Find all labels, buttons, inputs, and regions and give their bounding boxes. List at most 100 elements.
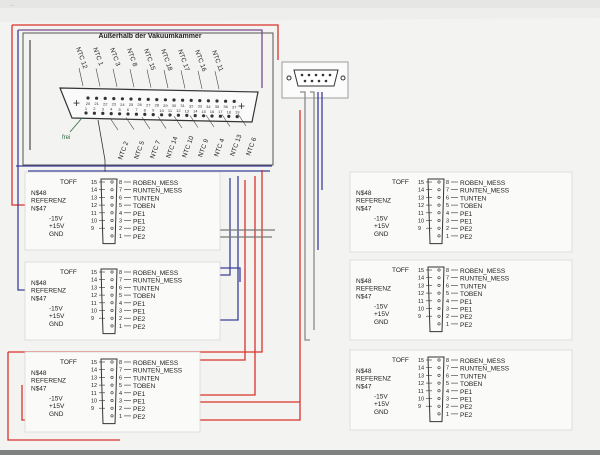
db15-left-pin: 13 <box>418 283 424 289</box>
db15-right-label: ROBEN_MESS <box>133 360 179 367</box>
db9-pins <box>300 73 332 83</box>
db15-paper <box>24 171 221 251</box>
db15-pin-hole <box>437 268 441 272</box>
db15-block: TOFFN$48REFERENZN$47-15V+15VGND151413121… <box>349 259 573 341</box>
db15-right-pin: 3 <box>119 309 122 315</box>
db15-left-label: N$47 <box>31 205 47 212</box>
db15-right-label: PE2 <box>133 316 146 323</box>
ntc-bottom-lead <box>221 114 231 127</box>
db15-right-label: RUNTEN_MESS <box>460 276 510 283</box>
db15-left-label: TOFF <box>392 179 409 186</box>
db15-left-pin: 15 <box>418 358 424 364</box>
db15-left-pin: 10 <box>91 309 97 315</box>
db15-right-label: PE2 <box>133 226 146 233</box>
db15-right-pin: 4 <box>446 299 449 305</box>
db15-left-pin: 9 <box>91 316 94 322</box>
db37-pin-number: 8 <box>144 107 147 112</box>
db15-left-label: N$48 <box>31 190 47 197</box>
db37-pin-number: 27 <box>146 102 151 107</box>
db15-pin-hole <box>110 211 114 215</box>
db15-left-label: GND <box>374 409 389 416</box>
db37-shell <box>59 87 259 123</box>
db15-right-label: PE1 <box>460 389 473 396</box>
db9-screw-right <box>340 75 346 81</box>
db9-paper <box>281 61 349 99</box>
db15-right-pin: 1 <box>119 234 122 240</box>
db15-left-pin: 11 <box>418 389 424 395</box>
db15-left-pin: 13 <box>91 375 97 381</box>
db37-pin-number: 9 <box>152 108 155 113</box>
db15-pin-hole <box>110 203 114 207</box>
db15-left-label: N$47 <box>31 295 47 302</box>
ntc-top-lead <box>112 68 118 87</box>
db15-left-pin: 10 <box>418 307 424 313</box>
db15-left-label: +15V <box>374 311 390 318</box>
db37-pin-number: 31 <box>180 103 185 108</box>
db37-pin <box>134 112 138 116</box>
ntc-top-lead <box>214 71 220 90</box>
db37-pin-number: 15 <box>201 109 206 114</box>
db15-right-label: RUNTEN_MESS <box>133 368 183 375</box>
db15-left-label: N$47 <box>31 385 47 392</box>
ntc-bottom-lead <box>237 113 247 127</box>
ntc-top-lead <box>163 69 169 89</box>
db15-right-pin: 2 <box>446 404 449 410</box>
db15-right-label: PE1 <box>460 397 473 404</box>
db37-pin-number: 21 <box>94 101 99 106</box>
db15-right-label: PE2 <box>133 324 146 331</box>
db15-right-pin: 8 <box>119 270 122 276</box>
db15-left-label: GND <box>49 231 64 238</box>
db15-paper <box>349 349 573 431</box>
db15-right-pin: 2 <box>119 226 122 232</box>
db15-pin-hole <box>110 391 114 395</box>
db15-right-label: PE1 <box>460 299 473 306</box>
db15-pin-hole <box>437 219 441 223</box>
db15-pin-hole <box>110 414 114 418</box>
db15-right-label: RUNTEN_MESS <box>133 278 183 285</box>
wire-ntc-fan <box>97 119 106 175</box>
db15-pin-hole <box>437 276 441 280</box>
db37-pin-number: 11 <box>168 108 173 113</box>
db15-right-pin: 5 <box>119 293 122 299</box>
db37-pin-number: 1 <box>85 106 88 111</box>
db15-right-label: ROBEN_MESS <box>460 358 506 365</box>
db15-right-pin: 1 <box>119 414 122 420</box>
wire-blue-left <box>17 30 28 291</box>
db15-right-pin: 2 <box>446 314 449 320</box>
db15-pin-hole <box>110 270 114 274</box>
db15-pin-hole <box>110 308 114 312</box>
db15-left-pin: 9 <box>91 406 94 412</box>
db37-pin-number: 34 <box>206 104 211 109</box>
db15-pin-hole <box>110 278 114 282</box>
db15-left-pin: 14 <box>91 188 97 194</box>
db15-right-pin: 3 <box>119 399 122 405</box>
db37-pin <box>160 113 164 117</box>
db15-right-pin: 5 <box>119 203 122 209</box>
db15-pin-hole <box>110 398 114 402</box>
db37-pin <box>185 113 189 117</box>
db37-pin-number: 3 <box>102 106 105 111</box>
free-leader <box>69 117 83 133</box>
db15-right-label: PE1 <box>133 399 146 406</box>
db15-right-pin: 2 <box>446 226 449 232</box>
db15-left-pin: 14 <box>418 276 424 282</box>
db15-pin-hole <box>437 306 441 310</box>
ntc-bottom-lead <box>205 114 215 128</box>
db15-right-label: TOBEN <box>133 203 156 210</box>
db37-pin-number: 19 <box>235 110 240 115</box>
db15-right-pin: 4 <box>119 301 122 307</box>
db15-right-label: PE1 <box>133 211 146 218</box>
db15-left-pin: 13 <box>418 373 424 379</box>
db15-left-pin: 11 <box>91 211 97 217</box>
db15-right-label: TUNTEN <box>133 375 160 382</box>
db15-pin-hole <box>110 195 114 199</box>
db15-right-pin: 2 <box>119 406 122 412</box>
db15-right-pin: 5 <box>119 383 122 389</box>
db15-blocks: TOFFN$48REFERENZN$47-15V+15VGND151413121… <box>24 171 573 433</box>
db15-left-pin: 12 <box>418 291 424 297</box>
db15-right-pin: 4 <box>119 211 122 217</box>
db15-pin-hole <box>437 314 441 318</box>
db15-left-label: +15V <box>374 223 390 230</box>
db15-left-label: -15V <box>49 215 63 222</box>
db15-right-pin: 7 <box>119 278 122 284</box>
